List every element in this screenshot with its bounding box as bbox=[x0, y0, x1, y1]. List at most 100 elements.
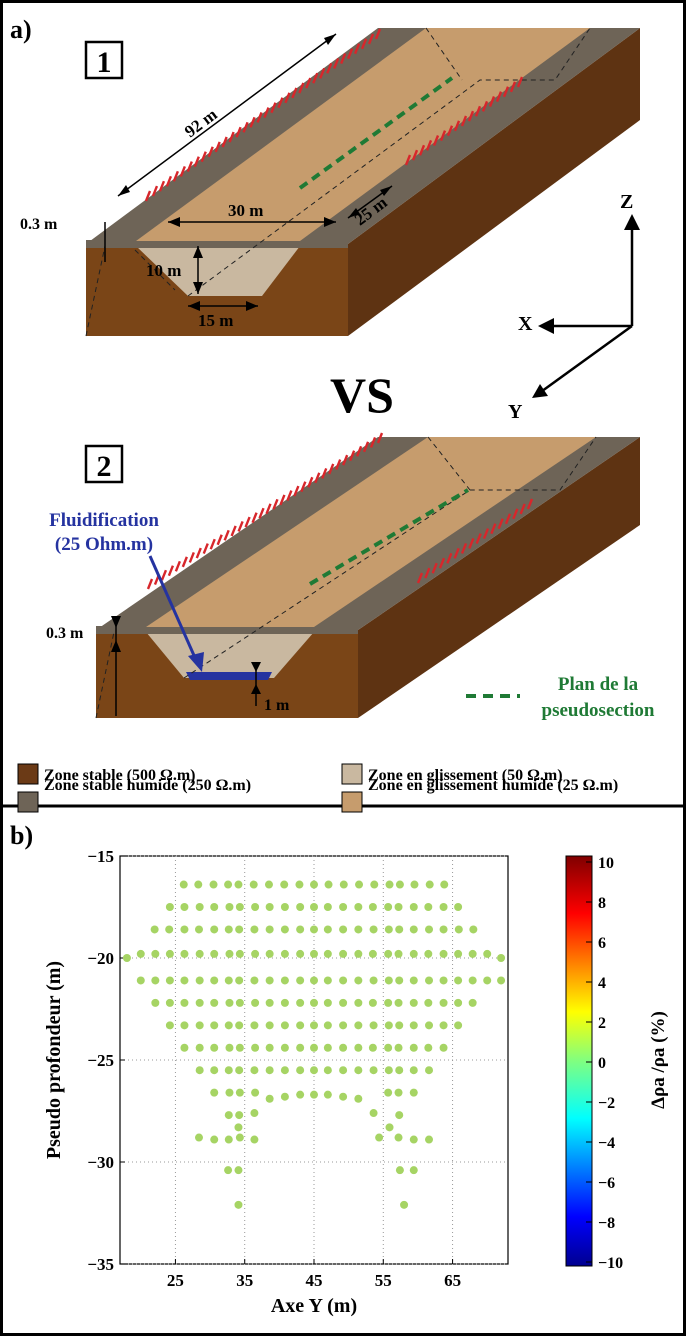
electrode-mark bbox=[481, 100, 489, 112]
electrode-mark bbox=[355, 445, 363, 457]
data-point bbox=[409, 1088, 418, 1097]
data-point bbox=[151, 949, 160, 958]
data-point bbox=[296, 1066, 305, 1075]
data-point bbox=[265, 949, 274, 958]
data-point bbox=[354, 903, 363, 911]
data-point bbox=[310, 903, 318, 911]
electrode-mark bbox=[307, 476, 314, 488]
pseudosection-legend-line2: pseudosection bbox=[542, 700, 655, 721]
legend-swatch-slide bbox=[341, 763, 363, 785]
data-point bbox=[483, 976, 492, 985]
data-point bbox=[195, 976, 204, 985]
electrode-mark bbox=[270, 102, 277, 114]
electrode-mark bbox=[362, 441, 370, 453]
data-point bbox=[265, 976, 274, 985]
data-point bbox=[210, 903, 219, 911]
block-2-electrodes-right bbox=[416, 498, 534, 584]
legend-label-wet-slide: Zone en glissement humide (25 Ω.m) bbox=[368, 777, 618, 794]
electrode-mark bbox=[509, 81, 517, 93]
dim-92-arrow bbox=[117, 33, 337, 197]
data-point bbox=[440, 880, 449, 889]
data-point bbox=[323, 1090, 332, 1099]
data-point bbox=[339, 1043, 348, 1052]
data-point bbox=[210, 949, 219, 958]
data-point bbox=[310, 998, 318, 1007]
data-point bbox=[310, 1043, 318, 1052]
electrode-mark bbox=[432, 135, 440, 146]
legend-swatch-stable bbox=[17, 763, 39, 785]
electrode-mark bbox=[277, 97, 284, 109]
y-tick-label: −25 bbox=[87, 1051, 114, 1070]
data-point bbox=[370, 880, 379, 889]
data-point bbox=[296, 903, 305, 911]
electrode-mark bbox=[374, 28, 382, 40]
data-point bbox=[439, 903, 448, 911]
data-point bbox=[409, 976, 418, 985]
electrode-mark bbox=[367, 33, 375, 45]
dim-10-arrowhead-a bbox=[193, 246, 203, 258]
data-point bbox=[323, 976, 332, 985]
data-point bbox=[251, 949, 260, 958]
data-point bbox=[384, 903, 393, 911]
data-point bbox=[280, 1021, 289, 1030]
block-1-hidden-edge-3 bbox=[85, 245, 106, 337]
dim-30-label: 30 m bbox=[228, 201, 263, 220]
data-point bbox=[295, 880, 304, 889]
dim-1m-arrowhead-a bbox=[251, 662, 261, 672]
scenario-2-box bbox=[84, 444, 124, 484]
data-point bbox=[339, 1092, 348, 1101]
data-point bbox=[225, 903, 234, 911]
block-1-hidden-edge-2 bbox=[425, 27, 463, 81]
data-point bbox=[323, 1043, 332, 1052]
data-point bbox=[235, 1088, 244, 1097]
data-point bbox=[280, 925, 289, 934]
fluid-label-line1: Fluidification bbox=[49, 510, 159, 531]
electrode-mark bbox=[453, 120, 461, 132]
data-point bbox=[296, 949, 305, 958]
data-point bbox=[339, 976, 348, 985]
data-point bbox=[225, 1043, 234, 1052]
data-point bbox=[280, 880, 289, 889]
data-point bbox=[425, 925, 434, 934]
electrode-mark bbox=[353, 43, 361, 55]
electrode-mark bbox=[333, 58, 340, 69]
data-point bbox=[224, 976, 233, 985]
data-point bbox=[468, 949, 477, 958]
data-point bbox=[165, 903, 174, 911]
dim-10-label: 10 m bbox=[146, 261, 181, 280]
legend-swatch-wet-slide bbox=[341, 791, 363, 813]
colorbar-tick-label: −2 bbox=[598, 1095, 615, 1112]
data-point bbox=[409, 998, 418, 1007]
electrode-mark bbox=[181, 556, 188, 568]
dim-92-arrowhead-b bbox=[324, 34, 336, 45]
data-point bbox=[194, 1133, 203, 1142]
electrode-mark bbox=[418, 144, 426, 156]
electrode-mark bbox=[526, 498, 534, 510]
dim-92-label: 92 m bbox=[181, 105, 221, 141]
data-point bbox=[354, 925, 363, 934]
data-point bbox=[424, 903, 433, 911]
data-point bbox=[483, 949, 492, 958]
data-point bbox=[250, 976, 259, 985]
electrode-mark bbox=[286, 490, 293, 501]
electrode-mark bbox=[167, 565, 175, 577]
scenario-1-box bbox=[84, 40, 124, 80]
data-point bbox=[368, 998, 377, 1007]
electrode-mark bbox=[460, 115, 468, 127]
data-point bbox=[384, 998, 393, 1007]
data-point bbox=[224, 1021, 233, 1030]
data-point bbox=[195, 1066, 204, 1075]
data-point bbox=[354, 1094, 363, 1103]
data-point bbox=[395, 1166, 404, 1175]
panel-a-label: a) bbox=[10, 15, 32, 44]
electrode-mark bbox=[453, 547, 460, 559]
data-point bbox=[339, 998, 348, 1007]
data-point bbox=[151, 976, 160, 985]
dim-15-arrowhead-a bbox=[188, 301, 200, 311]
electrode-mark bbox=[467, 110, 475, 122]
data-point bbox=[323, 949, 332, 958]
data-point bbox=[180, 1021, 189, 1030]
data-point bbox=[394, 949, 403, 958]
data-point bbox=[394, 1133, 403, 1142]
y-tick-label: −20 bbox=[87, 949, 114, 968]
